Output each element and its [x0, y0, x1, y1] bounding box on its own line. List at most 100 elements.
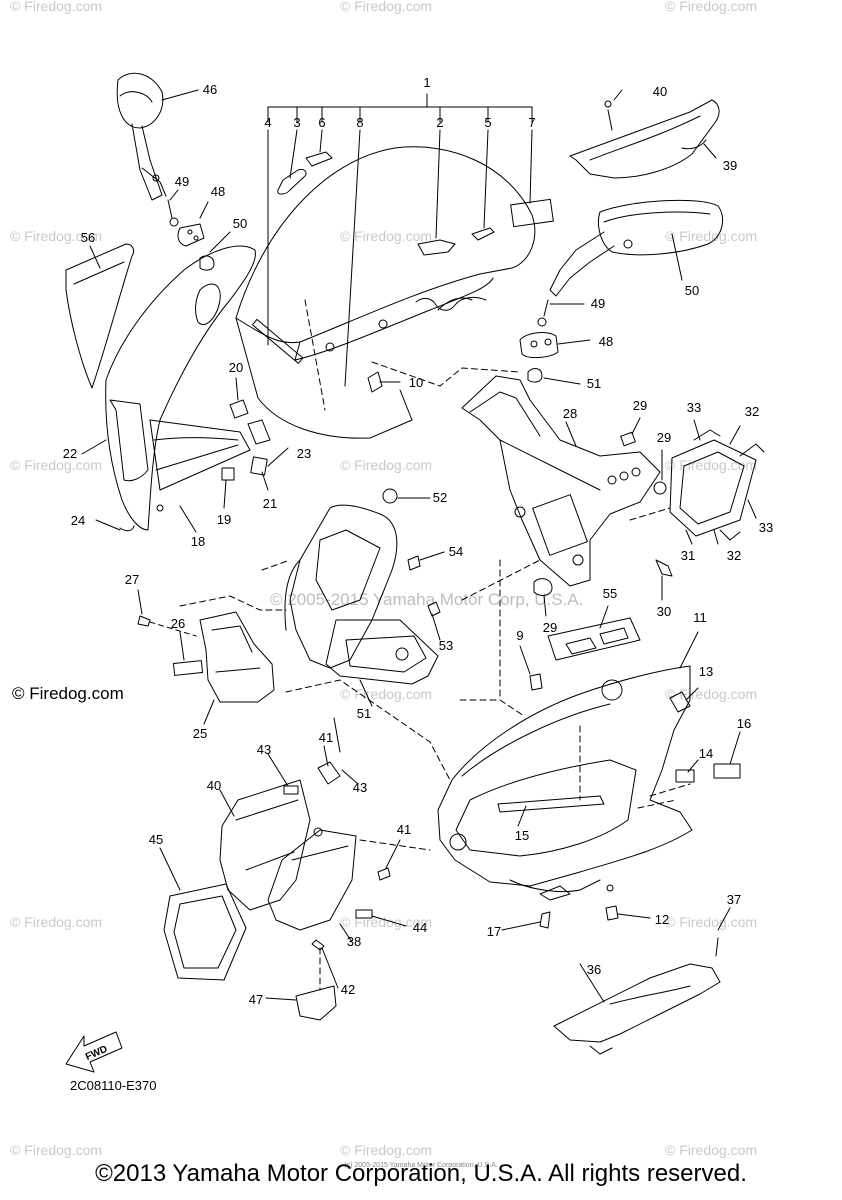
callout-labels: 1 4 3 6 8 2 5 7 46 49 48 50 56 20 22 23 … [63, 75, 773, 1063]
pad-16 [713, 763, 741, 779]
bolt-53 [427, 601, 441, 617]
lower-duct [219, 779, 357, 931]
right-mirror [549, 199, 724, 297]
callout-5: 5 [484, 115, 491, 130]
decal-6 [305, 151, 333, 167]
callout-53: 53 [439, 638, 453, 653]
callout-7: 7 [528, 115, 535, 130]
leader-lines [81, 89, 757, 1003]
pad-14 [675, 769, 695, 783]
callout-16: 16 [737, 716, 751, 731]
right-side-cowl [437, 665, 693, 901]
fwd-arrow [65, 1031, 123, 1073]
callout-33b: 33 [759, 520, 773, 535]
callout-38: 38 [347, 934, 361, 949]
bolt-40 [377, 867, 391, 881]
callout-34: 36 [587, 962, 601, 977]
callout-21: 21 [263, 496, 277, 511]
decal-7 [510, 198, 554, 228]
callout-19: 19 [217, 512, 231, 527]
grommet-10 [367, 371, 383, 393]
callout-49r: 49 [591, 296, 605, 311]
callout-25: 25 [193, 726, 207, 741]
fwd-label: FWD [84, 1044, 109, 1063]
inner-panel [284, 488, 439, 685]
decal-3 [277, 169, 307, 195]
callout-47: 46 [203, 82, 217, 97]
callout-15: 15 [515, 828, 529, 843]
clip-19 [221, 467, 235, 481]
callout-40a: 41 [397, 822, 411, 837]
screw-42 [333, 717, 341, 753]
left-air-duct [137, 611, 275, 703]
callout-31: 31 [681, 548, 695, 563]
callout-28: 28 [563, 406, 577, 421]
callout-23: 23 [297, 446, 311, 461]
callout-30: 30 [657, 604, 671, 619]
callout-6: 6 [318, 115, 325, 130]
callout-18: 18 [191, 534, 205, 549]
callout-10: 10 [409, 375, 423, 390]
callout-37: 40 [653, 84, 667, 99]
callout-8: 8 [356, 115, 363, 130]
watermark: © Firedog.com [340, 0, 433, 14]
clip-20 [229, 399, 249, 419]
part-number: 2C08110-E370 [70, 1078, 157, 1093]
callout-11: 11 [693, 610, 707, 625]
grommet-29 [620, 431, 636, 447]
callout-35: 37 [727, 892, 741, 907]
callout-55: 55 [603, 586, 617, 601]
bracket-31-32-33 [669, 429, 765, 541]
pad-43 [355, 909, 373, 919]
top-right-cover [569, 99, 720, 179]
callout-54: 54 [449, 544, 463, 559]
callout-43a: 43 [257, 742, 271, 757]
watermark: © Firedog.com [665, 0, 758, 14]
callout-4: 4 [264, 115, 271, 130]
windscreen [235, 146, 536, 439]
pad-43 [283, 785, 299, 795]
callout-40b: 42 [341, 982, 355, 997]
callout-46: 50 [685, 283, 699, 298]
decal-5 [471, 227, 495, 241]
watermark: © Firedog.com [340, 1142, 433, 1158]
decal-2 [417, 239, 456, 256]
callout-27: 27 [125, 572, 139, 587]
watermark: © Firedog.com [665, 228, 758, 244]
duct-frame-45 [163, 883, 247, 981]
callout-13: 13 [699, 664, 713, 679]
bolt-30 [655, 559, 673, 577]
callout-50: 50 [233, 216, 247, 231]
callout-48: 48 [211, 184, 225, 199]
callout-43b: 44 [413, 920, 427, 935]
clip-12 [605, 905, 619, 921]
callout-48r: 48 [599, 334, 613, 349]
callout-56: 56 [81, 230, 95, 245]
bolt-9 [529, 673, 543, 691]
pad-21 [250, 456, 268, 476]
clip-41 [317, 761, 341, 785]
watermark: © Firedog.com [10, 1142, 103, 1158]
callout-1: 1 [423, 75, 430, 90]
callout-33a: 33 [687, 400, 701, 415]
left-mirror [116, 72, 167, 201]
left-side-cowl [65, 243, 256, 532]
callout-45: 45 [149, 832, 163, 847]
callout-14: 14 [699, 746, 713, 761]
callout-29c: 29 [543, 620, 557, 635]
damper-23 [247, 419, 271, 445]
callout-20: 20 [229, 360, 243, 375]
damper-strip-4 [251, 318, 304, 364]
callout-17: 17 [487, 924, 501, 939]
callout-52: 52 [433, 490, 447, 505]
callout-22: 22 [63, 446, 77, 461]
watermark: © Firedog.com [10, 228, 103, 244]
clip-44 [295, 985, 337, 1021]
callout-41: 41 [319, 730, 333, 745]
copyright: ©2013 Yamaha Motor Corporation, U.S.A. A… [95, 1160, 747, 1187]
grommet-29 [653, 481, 667, 495]
callout-51: 51 [357, 706, 371, 721]
callout-50r: 51 [587, 376, 601, 391]
watermark: © Firedog.com [10, 0, 103, 14]
